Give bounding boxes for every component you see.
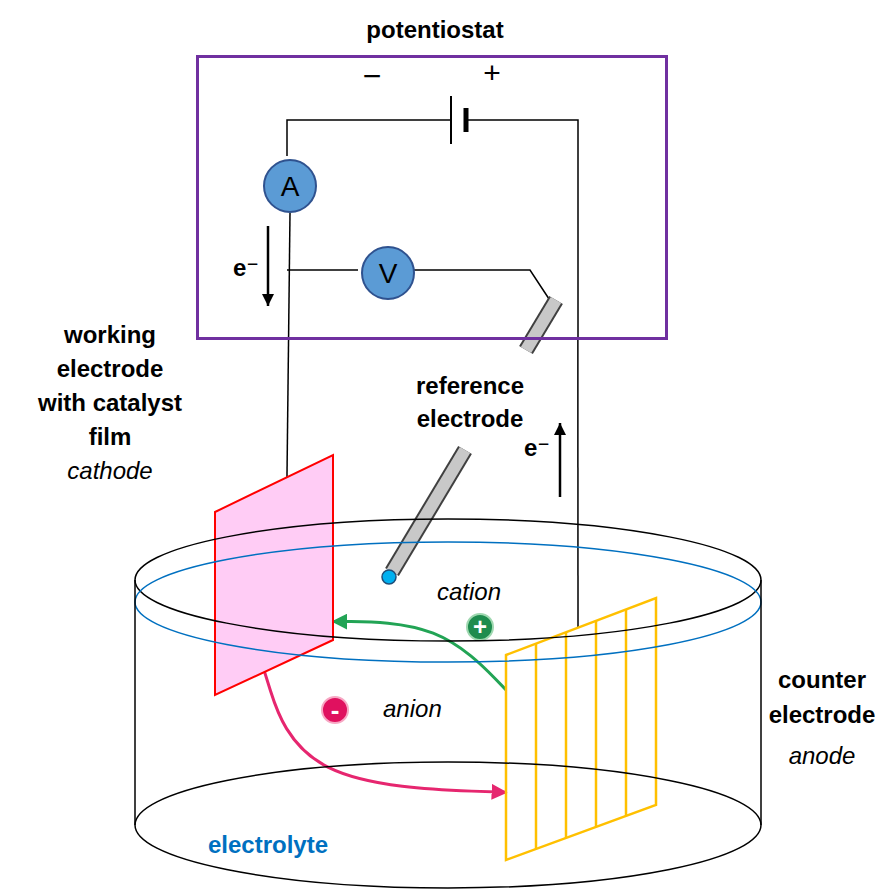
voltmeter-circle: V [361,246,415,300]
text-slot: potentiostat [199,15,671,45]
battery-plate [450,96,452,144]
text-slot: + [468,615,492,639]
dish-wall [134,580,136,825]
electron-label: e⁻ [233,254,259,282]
mesh-line [535,644,538,849]
wire [287,213,290,477]
electrolyte-surface [135,542,761,662]
text-slot: reference electrode [403,369,537,435]
electron-arrow [559,423,562,497]
electrode-role: cathode [34,454,186,488]
electrode-shape [215,455,333,695]
counter-wire [466,120,578,340]
text-slot: - [323,698,347,722]
battery-wire [287,120,451,156]
cation-circle: cation+ [466,613,494,641]
electrolyte-dish: electrolyte [134,518,762,890]
counter-electrode: counter electrodeanode [506,598,656,860]
mesh-line [565,632,568,838]
electron-label: e⁻ [524,434,550,462]
text-slot: counter electrode [762,662,882,732]
text-slot: − [363,58,382,95]
text-slot: e⁻ [233,254,259,282]
electrode-heading: counter electrode [762,662,882,732]
voltmeter-wire [287,269,358,271]
electrode-plate [506,598,656,860]
ion-sign: - [331,696,340,725]
text-slot: anion [383,694,479,724]
text-slot: anode [762,738,882,773]
wire [577,340,579,628]
text-slot: working electrode with catalyst film [34,318,186,454]
dish-bottom [135,762,761,888]
text-slot: cathode [34,454,186,488]
dish-label: electrolyte [198,830,338,860]
ion-sign: + [473,614,487,640]
battery-sign: + [483,55,501,90]
potentiostat-box: potentiostatAV [196,55,668,340]
text-slot: electrolyte [198,830,338,860]
electrode-role: anode [762,738,882,773]
ion-name: cation [422,577,516,607]
ion-flow-arrow [265,672,506,792]
text-slot: e⁻ [524,434,550,462]
text-slot: A [265,161,315,211]
text-slot: V [363,248,413,298]
electrode-shape [506,598,656,860]
electron-arrow [267,226,270,306]
ammeter-circle: A [263,159,317,213]
electrode-label: reference electrode [403,369,537,435]
battery-sign: − [363,58,382,95]
meter-letter: A [281,171,300,202]
dish-wall [760,580,762,825]
electrode-plate [215,455,333,695]
mesh-line [595,621,598,827]
meter-letter: V [379,258,398,289]
box-heading: potentiostat [199,15,671,45]
working-electrode: working electrode with catalyst filmcath… [215,455,333,695]
text-slot: + [483,55,501,90]
anion-circle: -anion [321,696,349,724]
text-slot: cation [422,577,516,607]
ion-name: anion [383,694,479,724]
mesh-line [625,609,628,816]
electrode-heading: working electrode with catalyst film [34,318,186,454]
dish-rim [135,519,761,641]
reference-wire [412,270,553,305]
